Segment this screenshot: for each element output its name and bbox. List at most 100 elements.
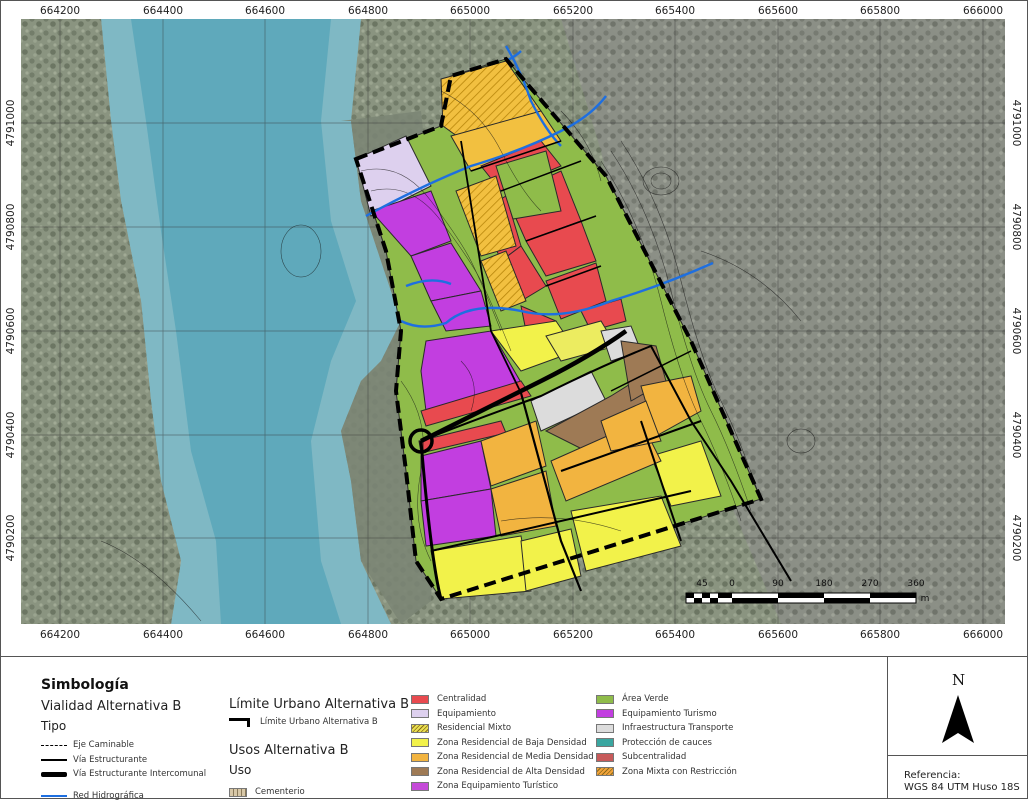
legend-zone-item: Área Verde xyxy=(596,694,669,704)
coord-right-label: 4791000 xyxy=(1010,99,1022,147)
blue-line-icon xyxy=(41,795,67,797)
zone-swatch xyxy=(411,723,429,733)
dashed-line-icon xyxy=(41,744,67,746)
limit-symbol-icon xyxy=(229,717,250,727)
coord-left-label: 4790600 xyxy=(5,307,17,355)
coord-top-label: 665400 xyxy=(654,5,696,17)
usos-title: Usos Alternativa B xyxy=(229,743,349,758)
coord-left-label: 4790200 xyxy=(5,514,17,562)
legend-via-intercomunal: Vía Estructurante Intercomunal xyxy=(41,769,206,779)
legend-red-hidrografica: Red Hidrográfica xyxy=(41,791,144,801)
zone-swatch xyxy=(596,767,614,776)
usos-subtitle: Uso xyxy=(229,763,252,777)
zone-label: Zona Equipamiento Turístico xyxy=(437,781,559,791)
coord-bottom-label: 666000 xyxy=(962,629,1004,641)
vias xyxy=(408,140,792,600)
legend-zone-item: Equipamiento Turismo xyxy=(596,709,717,719)
legend-zone-item: Zona Residencial de Baja Densidad xyxy=(411,738,587,748)
cementerio-swatch xyxy=(229,787,247,797)
scale-label: 180 xyxy=(815,579,833,589)
thick-line-icon xyxy=(41,771,67,777)
coord-bottom-label: 665000 xyxy=(449,629,491,641)
zone-swatch xyxy=(596,709,614,718)
zone-label: Zona Residencial de Baja Densidad xyxy=(437,737,587,748)
legend-panel: Simbología Vialidad Alternativa B Tipo E… xyxy=(1,656,1028,801)
coord-left-label: 4791000 xyxy=(5,99,17,147)
scale-label: 90 xyxy=(772,579,784,589)
coord-top-label: 665000 xyxy=(449,5,491,17)
legend-zone-item: Equipamiento xyxy=(411,709,496,719)
legend-zone-item: Centralidad xyxy=(411,694,486,704)
zone-swatch xyxy=(411,752,429,762)
scale-label: 45 xyxy=(696,579,708,589)
coord-top-label: 665600 xyxy=(757,5,799,17)
coord-right-label: 4790600 xyxy=(1010,307,1022,355)
urban-zoning[interactable] xyxy=(355,58,762,600)
vialidad-subtitle: Tipo xyxy=(41,719,67,733)
zone-label: Equipamiento Turismo xyxy=(622,708,717,719)
legend-via-estructurante: Vía Estructurante xyxy=(41,755,147,765)
legend-zone-item: Zona Equipamiento Turístico xyxy=(411,781,558,791)
coord-top-label: 664800 xyxy=(347,5,389,17)
legend-title: Simbología xyxy=(41,677,129,693)
legend-limite-urbano: Límite Urbano Alternativa B xyxy=(229,717,378,727)
coord-bottom-label: 665400 xyxy=(654,629,696,641)
coord-bottom-label: 664200 xyxy=(39,629,81,641)
coord-top-label: 666000 xyxy=(962,5,1004,17)
coord-bottom-label: 664400 xyxy=(142,629,184,641)
zone-label: Subcentralidad xyxy=(622,752,687,762)
north-reference-box: N Referencia: WGS 84 UTM Huso 18S xyxy=(887,657,1028,799)
reference-value: WGS 84 UTM Huso 18S xyxy=(904,782,1020,793)
coord-bottom-label: 665600 xyxy=(757,629,799,641)
coord-top-label: 665800 xyxy=(859,5,901,17)
scale-unit: m xyxy=(920,594,930,604)
scale-label: 0 xyxy=(729,579,735,589)
zone-label: Zona Mixta con Restricción xyxy=(622,766,737,777)
scale-label: 360 xyxy=(907,579,925,589)
coord-right-label: 4790800 xyxy=(1010,203,1022,251)
legend-zone-item: Subcentralidad xyxy=(596,752,686,762)
zone-swatch xyxy=(596,752,614,762)
legend-eje-caminable: Eje Caminable xyxy=(41,740,134,750)
coord-bottom-label: 664800 xyxy=(347,629,389,641)
coord-top-label: 664600 xyxy=(244,5,286,17)
zone-swatch xyxy=(596,723,614,733)
zone-swatch xyxy=(596,738,614,747)
coord-bottom-label: 664600 xyxy=(244,629,286,641)
coord-right-label: 4790400 xyxy=(1010,411,1022,459)
legend-cementerio: Cementerio xyxy=(229,787,305,797)
zone-label: Protección de cauces xyxy=(622,737,712,748)
limite-urbano xyxy=(353,56,764,602)
legend-zone-item: Zona Residencial de Alta Densidad xyxy=(411,767,585,777)
coord-left-label: 4790800 xyxy=(5,203,17,251)
reference-label: Referencia: xyxy=(904,770,961,781)
legend-zone-item: Zona Residencial de Media Densidad xyxy=(411,752,594,762)
coord-top-label: 665200 xyxy=(552,5,594,17)
north-arrow-icon xyxy=(942,695,974,743)
coord-bottom-label: 665200 xyxy=(552,629,594,641)
coord-bottom-label: 665800 xyxy=(859,629,901,641)
zone-label: Centralidad xyxy=(437,694,487,704)
zone-swatch xyxy=(411,694,429,704)
zone-swatch xyxy=(411,767,429,776)
red-hidrografica xyxy=(365,45,714,328)
zone-label: Infraestructura Transporte xyxy=(622,723,734,733)
zone-swatch xyxy=(411,709,429,718)
zone-swatch xyxy=(596,694,614,704)
zone-label: Área Verde xyxy=(622,694,669,704)
scale-bar xyxy=(685,592,917,604)
north-label: N xyxy=(952,671,966,689)
map-canvas[interactable] xyxy=(1,1,1027,656)
zone-label: Zona Residencial de Media Densidad xyxy=(437,752,594,762)
legend-zone-item: Zona Mixta con Restricción xyxy=(596,767,737,777)
zone-label: Equipamiento xyxy=(437,708,496,719)
solid-line-icon xyxy=(41,759,67,761)
zone-swatch xyxy=(411,781,429,791)
legend-zone-item: Residencial Mixto xyxy=(411,723,511,733)
limite-title: Límite Urbano Alternativa B xyxy=(229,697,410,712)
coord-top-label: 664400 xyxy=(142,5,184,17)
vialidad-title: Vialidad Alternativa B xyxy=(41,699,182,714)
coord-right-label: 4790200 xyxy=(1010,514,1022,562)
zone-label: Residencial Mixto xyxy=(437,723,512,733)
